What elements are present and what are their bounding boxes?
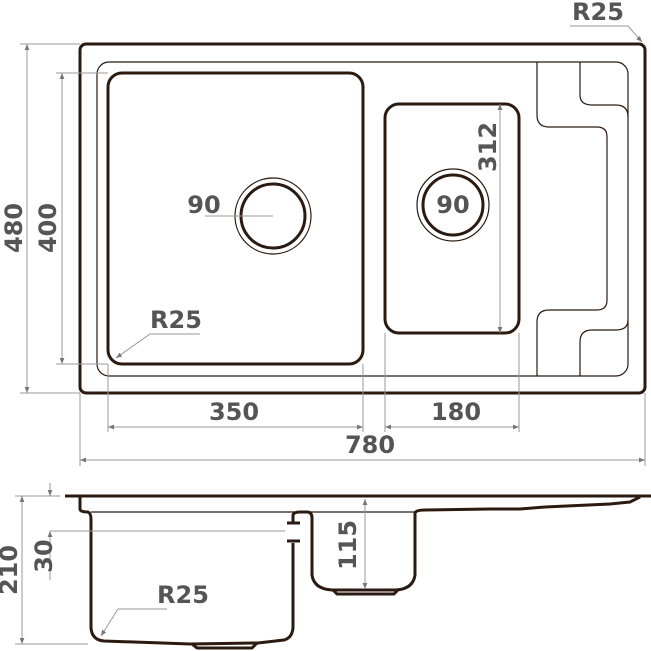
top-view: 480 400 312 350 180 780 90 90 R25 R25	[0, 0, 647, 466]
dim-115: 115	[334, 520, 362, 570]
dim-312: 312	[474, 122, 502, 172]
dim-480: 480	[0, 203, 28, 253]
large-drain-profile	[191, 641, 259, 650]
small-drain-inner	[421, 173, 485, 237]
side-view: 210 30 115 R25	[0, 483, 651, 650]
outer-radius-label: R25	[572, 0, 624, 26]
drainboard-step	[579, 62, 629, 118]
dim-400: 400	[34, 203, 62, 253]
dim-small-drain: 90	[436, 191, 469, 219]
dim-large-drain: 90	[187, 191, 220, 219]
bowl-radius-label: R25	[150, 306, 202, 334]
dim-350: 350	[209, 398, 259, 426]
dim-30: 30	[30, 539, 58, 572]
small-drain-profile	[331, 588, 400, 596]
small-drain-outer	[416, 168, 490, 242]
side-radius-label: R25	[157, 581, 209, 609]
large-bowl	[106, 71, 365, 366]
dim-210: 210	[0, 545, 23, 595]
drainboard-line	[536, 62, 608, 376]
drainboard-step-lower	[579, 319, 629, 376]
small-bowl	[383, 102, 521, 335]
large-bowl-profile	[78, 497, 295, 646]
dim-180: 180	[431, 398, 481, 426]
dim-780: 780	[345, 431, 395, 459]
